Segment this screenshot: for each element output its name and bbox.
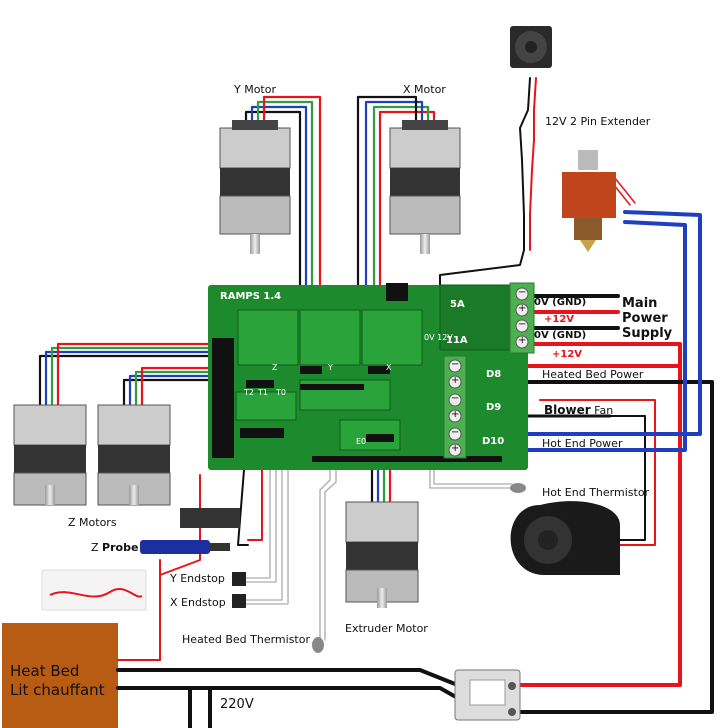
y-endstop-label: Y Endstop [170, 572, 225, 585]
jumper-label: 0V 12V [424, 333, 453, 342]
axis-header-e0: E0 [356, 437, 367, 446]
power-0v-label-2: 0V (GND) [534, 330, 587, 341]
terminal-symbol-2: + [518, 303, 527, 314]
power-12v-label-1: +12V [544, 314, 575, 325]
x-motor-label: X Motor [403, 83, 446, 96]
fuse-5a-label: 5A [450, 299, 465, 310]
y-motor-label: Y Motor [234, 83, 277, 96]
thermistor-header-t2: T2 [244, 388, 254, 397]
axis-header-x: X [386, 363, 392, 372]
terminal-symbol-8: + [451, 409, 460, 420]
solid-state-relay-icon [454, 669, 521, 721]
z-probe-icon [140, 508, 240, 554]
terminal-symbol-3: − [518, 319, 527, 330]
extruder-motor [345, 501, 419, 608]
blower-fan-label: Blower Fan [544, 403, 614, 417]
endstop-icons [232, 572, 246, 608]
z-motors-label: Z Motors [68, 516, 117, 529]
heat-bed-label-1: Heat Bed [10, 662, 80, 680]
hot-end-icon [562, 150, 616, 252]
heat-bed-label-2: Lit chauffant [10, 681, 105, 699]
extruder-motor-label: Extruder Motor [345, 622, 428, 635]
axis-header-y: Y [328, 363, 333, 372]
hot-end-power-label: Hot End Power [542, 437, 623, 450]
x-endstop-label: X Endstop [170, 596, 226, 609]
x-motor [389, 120, 461, 254]
cooling-fan-icon [510, 26, 552, 68]
terminal-symbol-6: + [451, 375, 460, 386]
heated-bed-power-label: Heated Bed Power [542, 368, 644, 381]
main-power-supply-label: Main Power Supply [622, 296, 673, 341]
thermistor-header-t0: T0 [276, 388, 286, 397]
heated-bed-thermistor-label: Heated Bed Thermistor [182, 633, 310, 646]
terminal-block [443, 282, 535, 459]
axis-header-z: Z [272, 363, 278, 372]
power-12v-label-2: +12V [552, 349, 583, 360]
ramps-board [208, 283, 529, 470]
terminal-symbol-9: − [451, 427, 460, 438]
terminal-symbol-1: − [518, 287, 527, 298]
z-probe-label: Z Probe [91, 541, 139, 554]
fan-extender-label: 12V 2 Pin Extender [545, 115, 651, 128]
z-motor-2 [97, 404, 171, 506]
board-title: RAMPS 1.4 [220, 291, 282, 302]
mains-voltage-label: 220V [220, 697, 254, 712]
output-d10-label: D10 [482, 436, 505, 447]
output-d8-label: D8 [486, 369, 502, 380]
y-motor [219, 120, 291, 254]
terminal-symbol-5: − [451, 359, 460, 370]
power-0v-label-1: 0V (GND) [534, 297, 587, 308]
hot-end-thermistor-label: Hot End Thermistor [542, 486, 650, 499]
heat-bed [2, 623, 118, 728]
wire-photo-icon [41, 569, 147, 611]
thermistor-icons [312, 483, 526, 653]
z-motor-1 [13, 404, 87, 506]
terminal-symbol-7: − [451, 393, 460, 404]
output-d9-label: D9 [486, 402, 502, 413]
fuse-11a-label: 11A [446, 335, 468, 346]
thermistor-header-t1: T1 [258, 388, 268, 397]
terminal-symbol-10: + [451, 443, 460, 454]
blower-fan-icon [510, 501, 620, 575]
terminal-symbol-4: + [518, 335, 527, 346]
